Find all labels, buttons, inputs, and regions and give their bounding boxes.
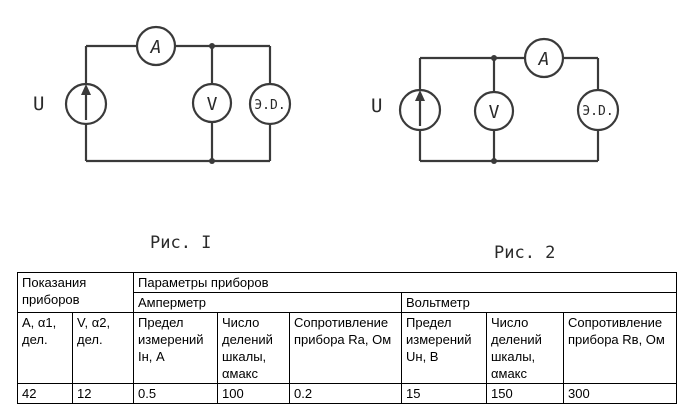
col-a1: А, α1, дел. xyxy=(17,312,73,384)
fig2-voltmeter-label: V xyxy=(489,102,500,123)
header-voltmeter: Вольтметр xyxy=(401,292,677,313)
fig1-voltmeter-label: V xyxy=(207,94,218,115)
header-ammeter: Амперметр xyxy=(133,292,402,313)
junction-dot xyxy=(491,55,497,61)
fig2-device-circle xyxy=(576,88,620,132)
fig1-ammeter-label: A xyxy=(150,37,162,58)
col-v2: V, α2, дел. xyxy=(72,312,134,384)
col-v-res: Сопротивление прибора Rв, Ом xyxy=(563,312,677,384)
cell-a-div: 100 xyxy=(217,383,290,404)
fig2-caption: Рис. 2 xyxy=(494,243,555,263)
fig1-source-label: U xyxy=(33,93,44,115)
circuit-diagrams: U A V Э.D. Рис. I U A V Э.D. Рис. 2 xyxy=(33,25,620,263)
col-v-div: Число делений шкалы, αмакс xyxy=(486,312,564,384)
cell-v-res: 300 xyxy=(563,383,677,404)
cell-a1: 42 xyxy=(17,383,73,404)
fig2-source-arrow-icon xyxy=(415,90,425,101)
junction-dot xyxy=(209,158,215,164)
instrument-table: Показания приборов Параметры приборов Ам… xyxy=(17,272,677,404)
cell-v-limit: 15 xyxy=(401,383,487,404)
header-readings: Показания приборов xyxy=(17,272,134,313)
fig2-ammeter-circle xyxy=(523,37,565,79)
col-a-res: Сопротивление прибора Ra, Ом xyxy=(289,312,402,384)
cell-v2: 12 xyxy=(72,383,134,404)
cell-a-res: 0.2 xyxy=(289,383,402,404)
fig2-device-label: Э.D. xyxy=(582,104,613,119)
table-row: 42 12 0.5 100 0.2 15 150 300 xyxy=(17,383,677,404)
cell-v-div: 150 xyxy=(486,383,564,404)
junction-dot xyxy=(209,43,215,49)
fig1-device-label: Э.D. xyxy=(254,98,285,113)
figure2-wires xyxy=(418,56,600,163)
fig1-voltmeter-circle xyxy=(191,82,233,124)
fig2-ammeter-label: A xyxy=(538,49,550,70)
col-v-limit: Предел измерений Uн, В xyxy=(401,312,487,384)
junction-dot xyxy=(491,158,497,164)
fig2-voltmeter-circle xyxy=(473,90,515,132)
header-params: Параметры приборов xyxy=(133,272,677,293)
col-a-limit: Предел измерений Iн, А xyxy=(133,312,218,384)
col-a-div: Число делений шкалы, αмакс xyxy=(217,312,290,384)
cell-a-limit: 0.5 xyxy=(133,383,218,404)
fig1-source-arrow-icon xyxy=(81,84,91,95)
fig1-device-circle xyxy=(248,82,292,126)
fig1-ammeter-circle xyxy=(135,25,177,67)
fig1-caption: Рис. I xyxy=(150,233,211,253)
figure1-wires xyxy=(84,44,272,163)
fig2-source-label: U xyxy=(371,95,382,117)
